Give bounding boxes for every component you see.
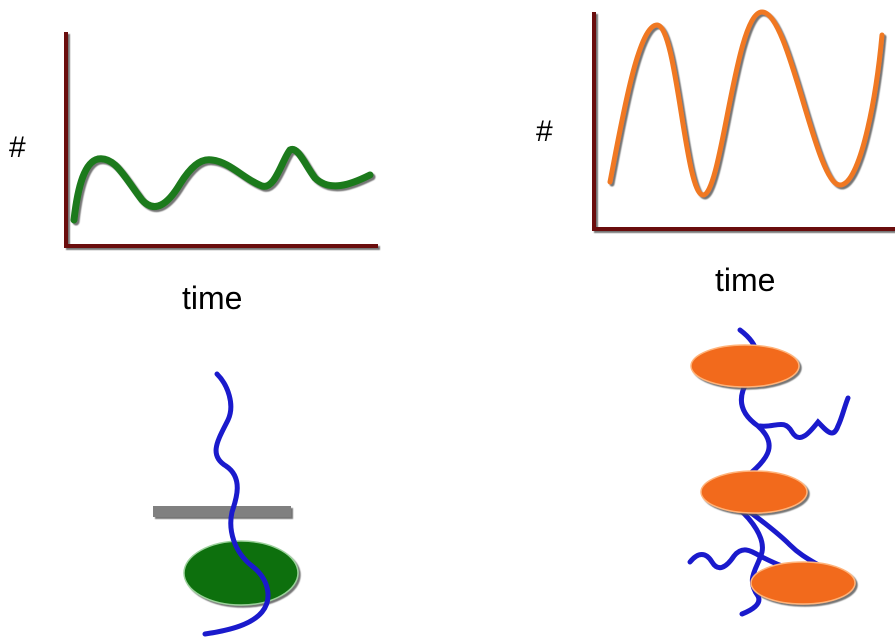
bottom-right-illustration	[687, 327, 856, 617]
orange-ellipse-top	[690, 344, 800, 388]
right-chart-axes	[592, 12, 895, 231]
gray-bar	[153, 506, 291, 517]
left-x-axis-label: time	[182, 280, 243, 316]
right-chart	[592, 9, 895, 231]
left-blue-strand	[202, 371, 271, 637]
right-blue-strand-branch-upper	[757, 395, 851, 440]
left-chart	[64, 32, 378, 248]
right-x-axis-label: time	[715, 262, 776, 298]
left-chart-axes	[64, 32, 378, 248]
right-oscillating-curve	[607, 9, 885, 198]
left-y-axis-label: #	[9, 131, 26, 164]
right-blue-strand-branch-lower	[687, 547, 803, 575]
bottom-left-illustration	[153, 371, 299, 637]
right-y-axis-label: #	[536, 115, 553, 148]
orange-ellipse-bottom	[750, 561, 856, 605]
left-damped-curve	[70, 146, 374, 224]
right-blue-strand-diagonal	[742, 505, 823, 569]
orange-ellipse-middle	[700, 470, 808, 514]
